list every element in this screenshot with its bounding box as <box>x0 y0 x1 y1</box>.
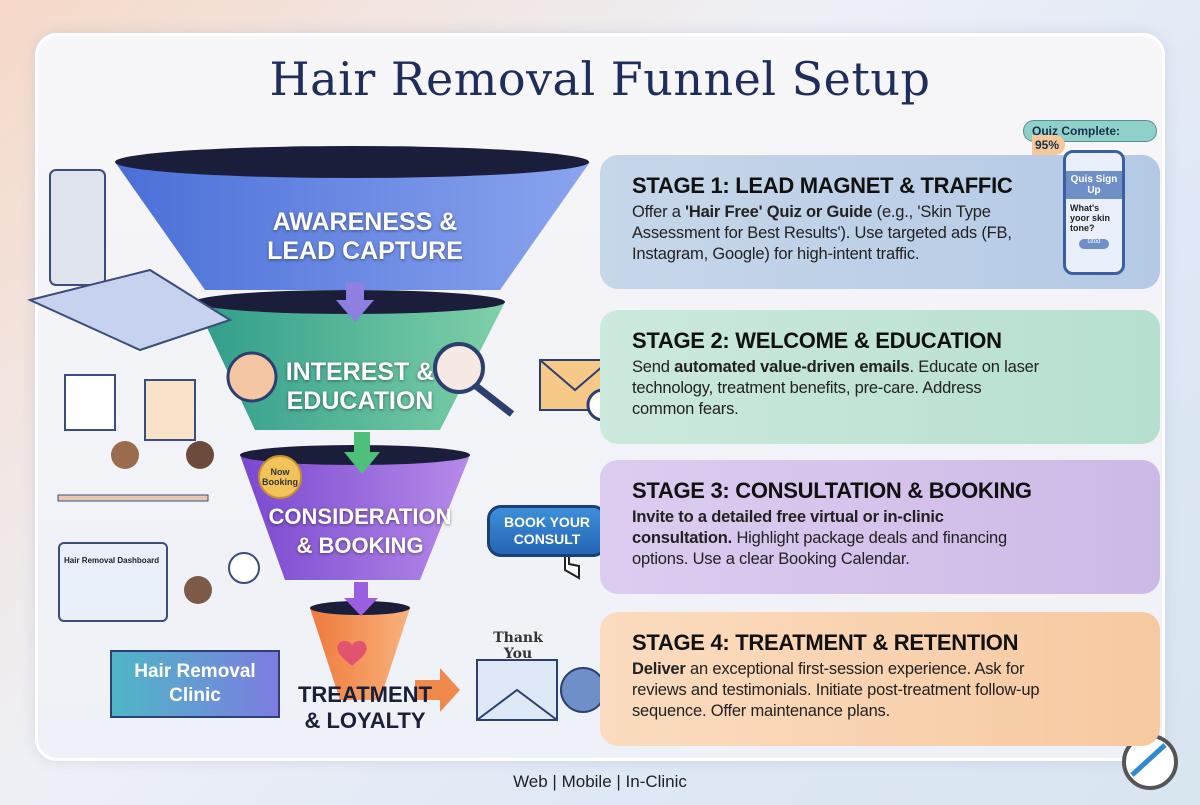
person-avatar-icon <box>226 351 278 403</box>
speech-heart-icon <box>228 552 260 584</box>
funnel-label-treatment: TREATMENT& LOYALTY <box>297 682 433 733</box>
magnifier-icon <box>433 342 485 394</box>
laser-machine-illustration <box>49 169 106 286</box>
footer-channels: Web | Mobile | In-Clinic <box>513 772 687 791</box>
page-title: Hair Removal Funnel Setup <box>269 52 931 106</box>
book-consult-button[interactable]: BOOK YOUR CONSULT <box>487 505 607 557</box>
logo-icon <box>1122 734 1178 790</box>
arrow-right-icon <box>415 668 460 712</box>
funnel-tier-2 <box>195 302 505 430</box>
heart-icon <box>337 640 367 666</box>
arrow-down-icon <box>344 582 378 616</box>
arrow-down-icon <box>344 432 380 474</box>
funnel-opening-1 <box>115 146 589 178</box>
now-booking-badge: Now Booking <box>258 455 302 499</box>
quiz-complete-badge: Quiz Complete: 95% <box>1023 120 1158 155</box>
arrow-down-icon <box>336 282 374 322</box>
funnel-label-interest: INTEREST &EDUCATION <box>285 358 435 415</box>
clinic-sign: Hair Removal Clinic <box>110 650 280 718</box>
doctor-illustration <box>111 441 139 469</box>
client-illustration <box>186 441 214 469</box>
dashboard-illustration: Hair Removal Dashboard <box>58 542 168 622</box>
skin-diagram-illustration <box>144 379 196 441</box>
funnel-label-awareness: AWARENESS &LEAD CAPTURE <box>267 208 463 265</box>
consult-table-illustration <box>57 494 209 502</box>
funnel-label-consideration: CONSIDERATION& BOOKING <box>268 504 452 558</box>
funnel-tier-1 <box>115 162 590 290</box>
thank-you-card: Thank You <box>493 630 543 662</box>
pointer-hand-icon <box>564 553 580 580</box>
receptionist-illustration <box>184 576 212 604</box>
treatment-chair-illustration <box>26 268 233 352</box>
calendar-illustration <box>64 374 116 431</box>
envelope-badge-icon <box>476 659 606 721</box>
